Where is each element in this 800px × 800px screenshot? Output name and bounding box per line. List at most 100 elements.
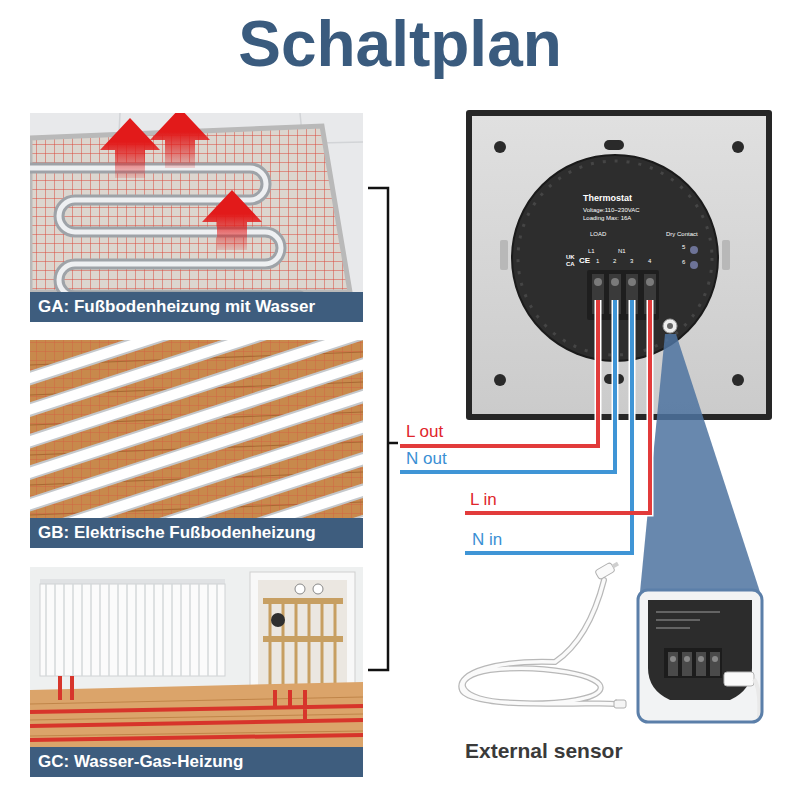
- thermostat-back-plate: [732, 141, 744, 153]
- bracket: [368, 188, 398, 670]
- external-sensor-cable: [614, 700, 626, 708]
- thermostat-back-plate: [722, 240, 730, 270]
- terminal-block: [594, 278, 602, 286]
- external-sensor-cable: [461, 580, 616, 704]
- photo-water-gas-heating: [270, 604, 335, 690]
- sensor-port-closeup: [724, 672, 754, 686]
- external-sensor-cable: [595, 562, 616, 580]
- wire-outline: [465, 300, 632, 553]
- photo-electric-floor-heating: [30, 340, 363, 548]
- wire-label: N out: [406, 449, 447, 469]
- thermostat-back-plate: [732, 374, 744, 386]
- sensor-port-closeup: [668, 652, 678, 676]
- thermostat-back-plate: [604, 374, 624, 384]
- sensor-port-closeup: [648, 600, 752, 700]
- photo-water-gas-heating: [40, 584, 225, 676]
- external-sensor-cable: [461, 580, 616, 704]
- caption-band: GA: Fußbodenheizung mit Wasser: [30, 292, 363, 322]
- photo-water-floor-heating: [30, 168, 300, 296]
- sensor-port-closeup: [656, 612, 720, 628]
- wire: [400, 300, 615, 472]
- wire-label: N in: [472, 530, 502, 550]
- photo-water-gas-heating: [295, 584, 305, 594]
- photo-water-floor-heating: [150, 113, 210, 168]
- sensor-port-closeup: [638, 590, 762, 722]
- sensor-port-closeup: [712, 656, 718, 662]
- photo-water-gas-heating: [263, 636, 343, 642]
- photo-water-gas-heating: [30, 697, 363, 736]
- sensor-port-closeup: [696, 652, 706, 676]
- terminal-block: [690, 246, 698, 254]
- module-ring: [518, 161, 712, 355]
- closeup-pointer: [640, 334, 760, 592]
- wire-outline: [400, 300, 598, 446]
- sensor-port-closeup: [710, 652, 720, 676]
- terminal-block: [646, 278, 654, 286]
- photo-water-gas-heating: [271, 613, 285, 627]
- sensor-caption: External sensor: [465, 738, 623, 763]
- photo-water-gas-heating: [313, 584, 323, 594]
- thermostat-back-plate: [494, 141, 506, 153]
- photo-water-gas-heating: [30, 567, 363, 777]
- terminal-block: [587, 270, 659, 320]
- photo-water-gas-heating: [30, 676, 363, 740]
- terminal-block: [626, 274, 638, 314]
- terminal-block: [587, 246, 698, 320]
- caption-text: GB: Elektrische Fußbodenheizung: [38, 523, 316, 543]
- terminal-block: [644, 274, 656, 314]
- thermostat-back-plate: [604, 140, 624, 150]
- terminal-block: [611, 278, 619, 286]
- photo-electric-floor-heating: [30, 340, 363, 548]
- photo-electric-floor-heating: [30, 340, 363, 548]
- photo-water-gas-heating: [263, 598, 343, 604]
- sensor-port-closeup: [648, 600, 759, 722]
- wire: [465, 300, 632, 553]
- sensor-port-closeup: [670, 656, 676, 662]
- photo-water-gas-heating: [258, 580, 347, 690]
- caption-band: GB: Elektrische Fußbodenheizung: [30, 518, 363, 548]
- page-title: Schaltplan: [0, 6, 800, 83]
- wire-outline: [465, 300, 650, 513]
- thermostat-back-plate: [472, 116, 766, 414]
- sensor-port-closeup: [684, 656, 690, 662]
- photo-water-gas-heating: [250, 572, 355, 698]
- wire-label: L out: [406, 422, 443, 442]
- sensor-port: [667, 323, 673, 329]
- wire: [465, 300, 650, 513]
- module-text: Loading Max: 16A: [583, 215, 631, 222]
- thermostat-back-plate: [500, 240, 508, 270]
- photo-water-floor-heating: [30, 113, 363, 322]
- sensor-port-closeup: [682, 652, 692, 676]
- module-body: [512, 155, 718, 361]
- photo-water-gas-heating: [30, 567, 363, 777]
- terminal-block: [690, 261, 698, 269]
- sensor-port-closeup: [638, 590, 762, 730]
- terminal-block: [628, 278, 636, 286]
- module-outline: [511, 154, 719, 362]
- module-text: Voltage:110~230VAC: [583, 207, 640, 214]
- wire-label: L in: [470, 490, 497, 510]
- thermostat-module: ThermostatVoltage:110~230VACLoading Max:…: [511, 154, 719, 362]
- photo-water-floor-heating: [202, 190, 262, 250]
- caption-text: GA: Fußbodenheizung mit Wasser: [38, 297, 315, 317]
- photo-water-gas-heating: [40, 579, 225, 584]
- sensor-port-closeup: [698, 656, 704, 662]
- external-sensor-cable: [612, 562, 619, 568]
- wire: [400, 300, 598, 446]
- sensor-port-closeup: [754, 679, 759, 722]
- terminal-block: [609, 274, 621, 314]
- caption-text: GC: Wasser-Gas-Heizung: [38, 752, 243, 772]
- sensor-port: [663, 319, 677, 333]
- photo-water-floor-heating: [30, 168, 300, 296]
- thermostat-back-plate: [494, 374, 506, 386]
- sensor-port: [663, 319, 677, 333]
- thermostat-back-plate: [466, 110, 772, 420]
- sensor-port-closeup: [638, 590, 762, 722]
- wire-outline: [400, 300, 615, 472]
- caption-band: GC: Wasser-Gas-Heizung: [30, 747, 363, 777]
